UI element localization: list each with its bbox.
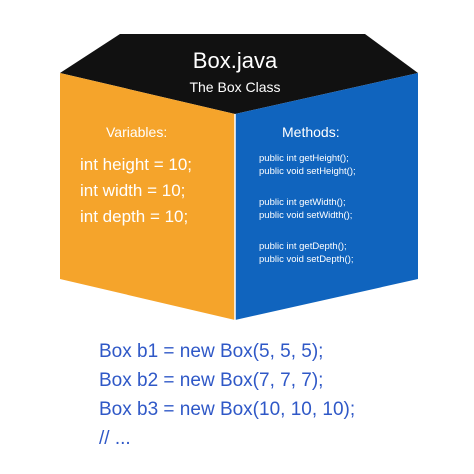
code-snippet: Box b1 = new Box(5, 5, 5); Box b2 = new … — [99, 337, 355, 453]
cube-right-face — [235, 73, 418, 320]
method-item: public void setWidth(); — [259, 210, 353, 221]
code-line: // ... — [99, 428, 131, 449]
cube-title: Box.java — [192, 48, 278, 73]
code-line: Box b3 = new Box(10, 10, 10); — [99, 399, 356, 420]
variable-item: int height = 10; — [80, 155, 193, 174]
method-item: public int getDepth(); — [259, 241, 347, 252]
methods-list: public int getHeight(); public void setH… — [259, 152, 356, 284]
code-line: Box b2 = new Box(7, 7, 7); — [99, 370, 324, 391]
variables-list: int height = 10; int width = 10; int dep… — [80, 152, 192, 230]
method-item: public int getHeight(); — [259, 153, 349, 164]
cube-top-face — [60, 34, 418, 114]
method-group-width: public int getWidth(); public void setWi… — [259, 196, 356, 222]
method-item: public int getWidth(); — [259, 197, 346, 208]
cube-subtitle: The Box Class — [189, 79, 281, 95]
variable-item: int width = 10; — [80, 181, 186, 200]
cube-left-face — [60, 73, 235, 320]
variables-heading: Variables: — [106, 124, 168, 140]
variable-item: int depth = 10; — [80, 207, 189, 226]
method-group-height: public int getHeight(); public void setH… — [259, 152, 356, 178]
methods-heading: Methods: — [282, 124, 340, 140]
code-line: Box b1 = new Box(5, 5, 5); — [99, 341, 324, 362]
method-group-depth: public int getDepth(); public void setDe… — [259, 240, 356, 266]
method-item: public void setDepth(); — [259, 254, 354, 265]
method-item: public void setHeight(); — [259, 166, 356, 177]
